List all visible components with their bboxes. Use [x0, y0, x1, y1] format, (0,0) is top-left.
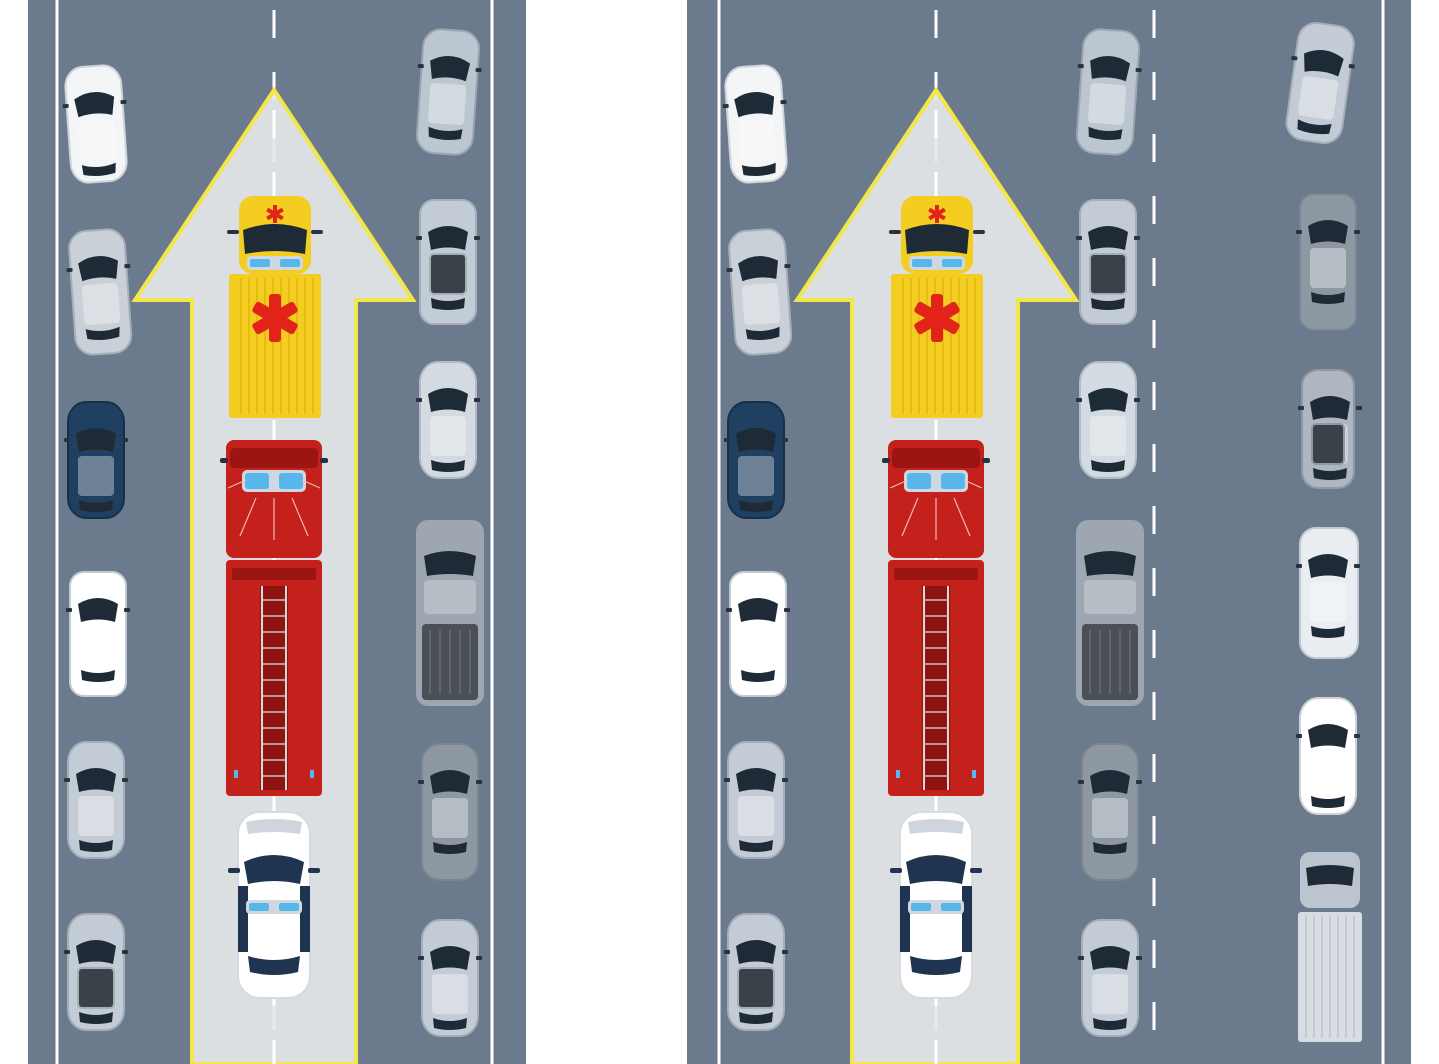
car [412, 28, 483, 156]
car [418, 743, 482, 881]
car [1076, 361, 1140, 479]
police-car [228, 812, 320, 998]
car [65, 228, 136, 356]
car [64, 741, 128, 859]
left-road-diagram [28, 0, 526, 1064]
car [418, 919, 482, 1037]
fire-truck [881, 439, 991, 797]
right-road-diagram [687, 0, 1411, 1064]
pickup-truck [1075, 519, 1145, 707]
car [725, 228, 796, 356]
right-road [687, 0, 1411, 1064]
ambulance [227, 196, 323, 418]
car [1076, 199, 1140, 325]
car [724, 401, 788, 519]
car [64, 401, 128, 519]
pickup-truck [415, 519, 485, 707]
car [416, 199, 480, 325]
box-truck [1297, 851, 1363, 1043]
car [1078, 919, 1142, 1037]
car [66, 571, 130, 697]
car [64, 913, 128, 1031]
car [1078, 743, 1142, 881]
police-car [890, 812, 982, 998]
car [1296, 697, 1360, 815]
car [721, 63, 792, 185]
car [1281, 22, 1357, 145]
ambulance [889, 196, 985, 418]
car [1072, 28, 1143, 156]
car [416, 361, 480, 479]
car [1296, 193, 1360, 331]
car [724, 741, 788, 859]
car [724, 913, 788, 1031]
car [1298, 369, 1362, 489]
car [726, 571, 790, 697]
car [61, 63, 132, 185]
fire-truck [219, 439, 329, 797]
car [1296, 527, 1360, 659]
